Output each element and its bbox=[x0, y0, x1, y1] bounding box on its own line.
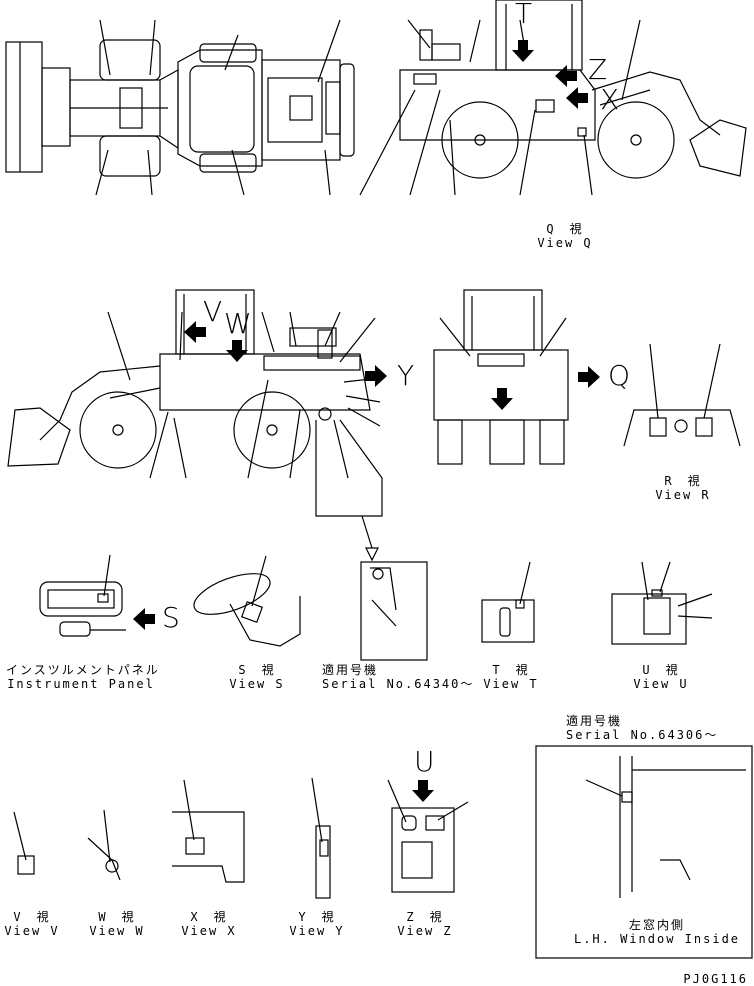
view-y-drawing bbox=[311, 777, 331, 899]
letter-x: X bbox=[600, 83, 620, 116]
letter-s: S bbox=[162, 601, 180, 634]
view-x-drawing bbox=[172, 779, 245, 883]
view-t-drawing bbox=[481, 561, 535, 643]
drawing-code: PJ0G116 bbox=[683, 972, 748, 986]
view-z-drawing bbox=[387, 779, 469, 893]
side-view-left-drawing bbox=[7, 289, 388, 517]
letter-w: W bbox=[224, 307, 252, 340]
instrument-panel-drawing bbox=[39, 554, 156, 637]
view-w-drawing bbox=[87, 809, 121, 881]
letter-v: V bbox=[203, 295, 223, 328]
view-r-drawing bbox=[623, 343, 741, 447]
view-v-drawing bbox=[13, 811, 35, 875]
letter-y: Y bbox=[397, 359, 415, 392]
view-s-drawing bbox=[193, 555, 301, 647]
letter-q: Q bbox=[608, 359, 631, 392]
serial-64306-box bbox=[535, 745, 753, 959]
letter-u: U bbox=[414, 745, 435, 778]
top-view-drawing bbox=[5, 19, 355, 196]
serial-64340-drawing bbox=[360, 515, 428, 661]
view-u-drawing bbox=[611, 561, 713, 645]
letter-t: T bbox=[515, 0, 533, 30]
letter-z: Z bbox=[588, 53, 608, 86]
side-view-right-drawing bbox=[359, 0, 747, 196]
rear-view-drawing bbox=[433, 289, 601, 465]
